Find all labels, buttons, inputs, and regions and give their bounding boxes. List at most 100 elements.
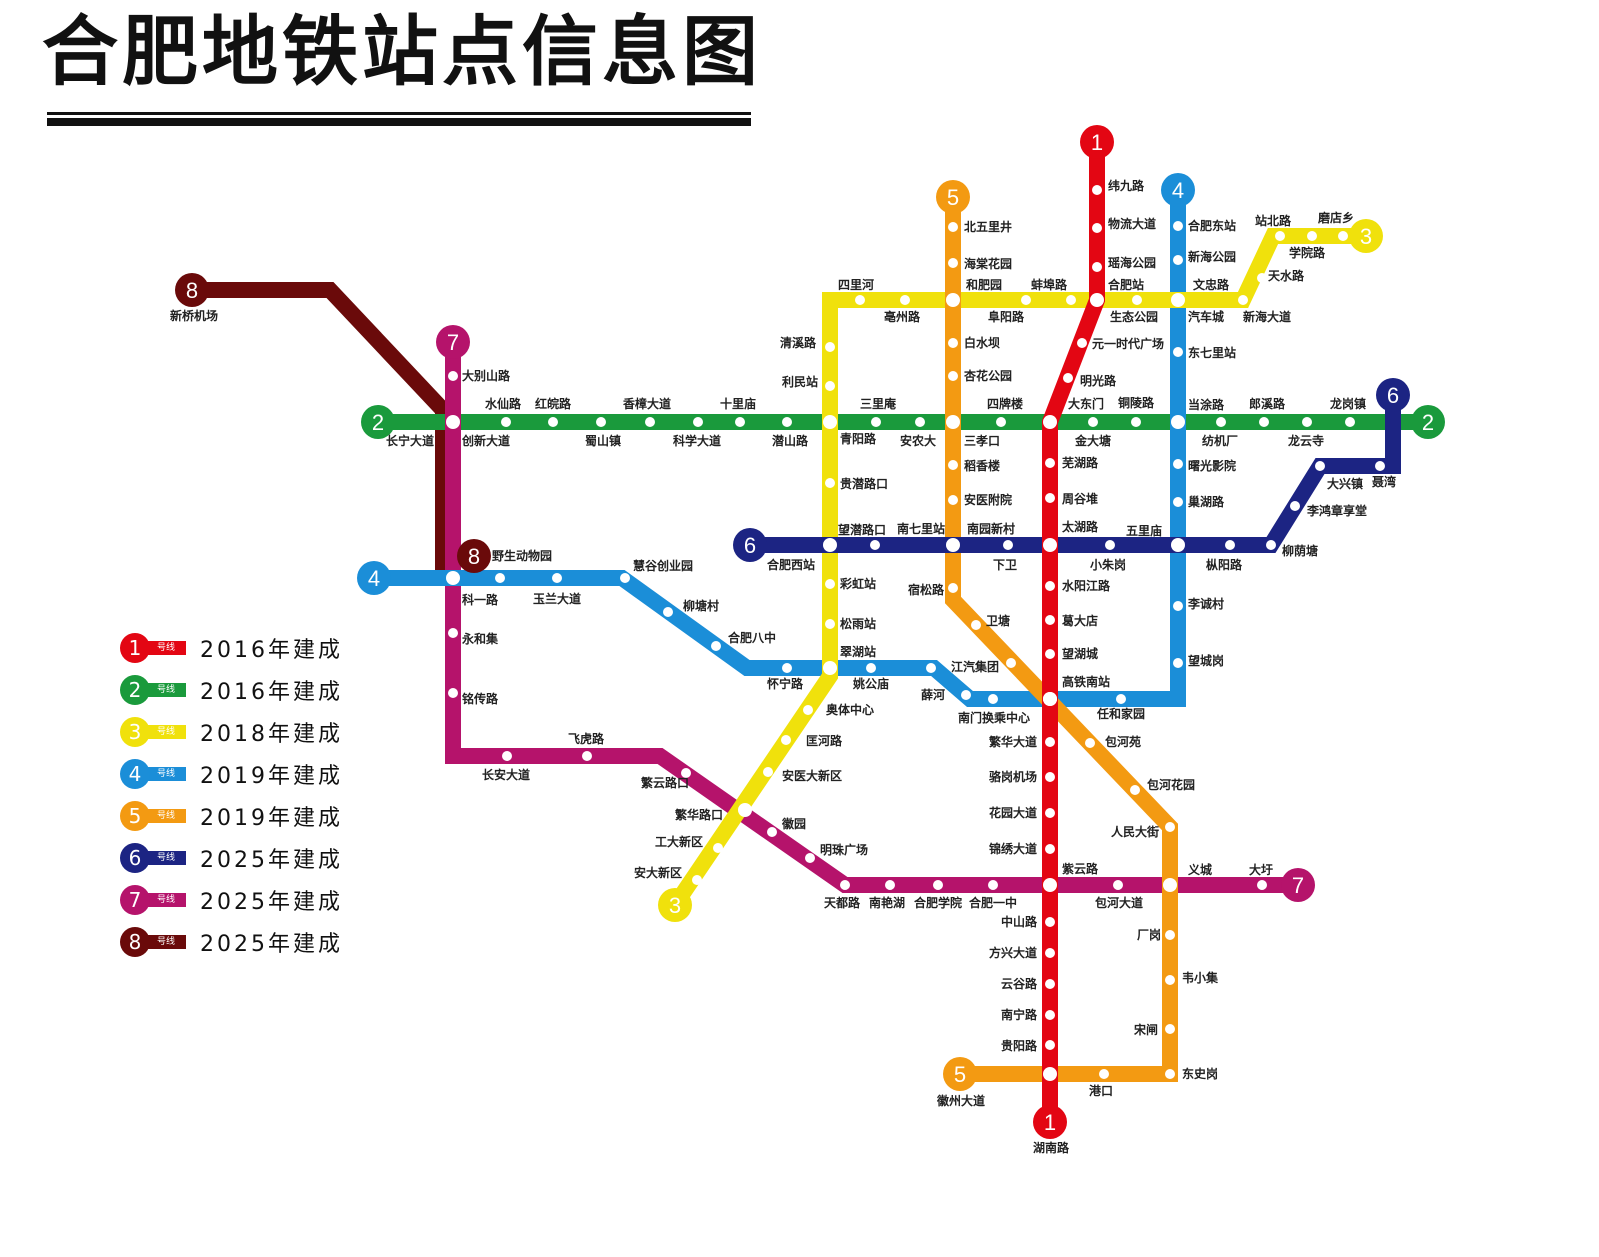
station-label: 永和集 xyxy=(461,631,499,646)
station-label: 贵潜路口 xyxy=(840,476,888,491)
station-label: 蚌埠路 xyxy=(1031,277,1068,292)
build-year: 2025年建成 xyxy=(200,932,343,957)
station-label: 繁云路口 xyxy=(641,775,689,790)
line-7-badge-end: 7 xyxy=(1281,868,1315,902)
station-label: 北五里井 xyxy=(964,219,1012,234)
station-labels: 新桥机场大别山路长宁大道创新大道水仙路红皖路蜀山镇香樟大道科学大道十里庙潜山路清… xyxy=(170,178,1396,1155)
station-label: 四里河 xyxy=(838,277,874,292)
line-4-badge-end: 4 xyxy=(1161,173,1195,207)
station-label: 薛河 xyxy=(921,687,945,702)
line-2-badge: 2 xyxy=(361,405,395,439)
station-label: 瑶海公园 xyxy=(1108,255,1156,270)
station-label: 宿松路 xyxy=(908,582,945,597)
svg-text:3: 3 xyxy=(1360,224,1372,249)
station-label: 工大新区 xyxy=(655,834,703,849)
line-5-badge-end: 5 xyxy=(943,1057,977,1091)
build-year: 2025年建成 xyxy=(200,890,343,915)
line-5-badge: 5 xyxy=(936,180,970,214)
station-label: 慧谷创业园 xyxy=(633,558,693,573)
line-tag: 号线 xyxy=(140,683,186,697)
station-label: 水仙路 xyxy=(485,396,522,411)
station-label: 徽州大道 xyxy=(936,1093,985,1108)
station-label: 繁华路口 xyxy=(675,807,723,822)
station-label: 阜阳路 xyxy=(988,309,1025,324)
station-label: 南园新村 xyxy=(967,521,1015,536)
build-year: 2018年建成 xyxy=(200,722,343,747)
station-label: 物流大道 xyxy=(1108,216,1156,231)
line-7-badge: 7 xyxy=(436,325,470,359)
station-label: 纺机厂 xyxy=(1202,433,1238,448)
station-label: 铭传路 xyxy=(462,691,499,706)
line-tag: 号线 xyxy=(140,935,186,949)
station-label: 三孝口 xyxy=(964,433,1000,448)
station-label: 合肥西站 xyxy=(767,557,815,572)
line-tag: 号线 xyxy=(140,809,186,823)
line-3-badge-end: 3 xyxy=(1349,219,1383,253)
station-label: 合肥八中 xyxy=(728,630,776,645)
station-label: 巢湖路 xyxy=(1187,494,1225,509)
svg-text:8: 8 xyxy=(468,544,480,569)
station-label: 怀宁路 xyxy=(767,676,804,691)
station-label: 生态公园 xyxy=(1110,309,1158,324)
station-label: 纬九路 xyxy=(1108,178,1145,193)
station-label: 五里庙 xyxy=(1126,523,1162,538)
station-label: 云谷路 xyxy=(1001,976,1038,991)
station-label: 大别山路 xyxy=(462,368,511,383)
station-label: 十里庙 xyxy=(720,396,756,411)
station-label: 当涂路 xyxy=(1188,397,1225,412)
build-year: 2016年建成 xyxy=(200,638,343,663)
station-label: 安大新区 xyxy=(634,865,682,880)
station-label: 铜陵路 xyxy=(1118,395,1155,410)
station-label: 科一路 xyxy=(462,592,499,607)
line-number: 6 xyxy=(120,843,150,873)
line-tag: 号线 xyxy=(140,641,186,655)
line-number: 8 xyxy=(120,927,150,957)
line-6-badge-end: 6 xyxy=(1376,378,1410,412)
station-label: 小朱岗 xyxy=(1090,557,1126,572)
station-label: 望潜路口 xyxy=(838,522,886,537)
svg-text:6: 6 xyxy=(1387,383,1399,408)
station-label: 安医附院 xyxy=(964,492,1012,507)
title-underline-thin xyxy=(47,112,751,115)
line-1-badge-end: 1 xyxy=(1033,1105,1067,1139)
title-underline-thick xyxy=(47,118,751,126)
svg-text:8: 8 xyxy=(186,278,198,303)
station-label: 紫云路 xyxy=(1062,861,1099,876)
station-label: 徽园 xyxy=(781,816,806,831)
station-label: 安医大新区 xyxy=(782,768,842,783)
station-label: 新海公园 xyxy=(1188,249,1236,264)
line-3-badge: 3 xyxy=(658,888,692,922)
svg-text:4: 4 xyxy=(368,566,380,591)
station-label: 合肥学院 xyxy=(914,895,962,910)
station-label: 白水坝 xyxy=(964,335,1000,350)
station-label: 汽车城 xyxy=(1188,309,1224,324)
station-label: 和肥园 xyxy=(965,277,1002,292)
station-label: 李鸿章享堂 xyxy=(1306,503,1367,518)
station-label: 红皖路 xyxy=(535,396,572,411)
line-4-badge: 4 xyxy=(357,561,391,595)
station-dots xyxy=(446,185,1385,1081)
station-label: 南艳湖 xyxy=(869,895,905,910)
station-label: 人民大街 xyxy=(1111,824,1159,839)
station-label: 锦绣大道 xyxy=(989,841,1037,856)
station-label: 水阳江路 xyxy=(1062,578,1111,593)
station-label: 玉兰大道 xyxy=(533,591,581,606)
station-label: 创新大道 xyxy=(461,433,510,448)
station-label: 高铁南站 xyxy=(1062,674,1110,689)
svg-text:7: 7 xyxy=(1292,873,1304,898)
station-label: 下卫 xyxy=(993,558,1017,572)
station-label: 义城 xyxy=(1187,862,1212,877)
station-label: 香樟大道 xyxy=(622,396,671,411)
station-label: 合肥站 xyxy=(1108,277,1144,292)
station-label: 柳荫塘 xyxy=(1282,543,1318,558)
station-label: 海棠花园 xyxy=(964,256,1012,271)
station-label: 松雨站 xyxy=(840,616,876,631)
